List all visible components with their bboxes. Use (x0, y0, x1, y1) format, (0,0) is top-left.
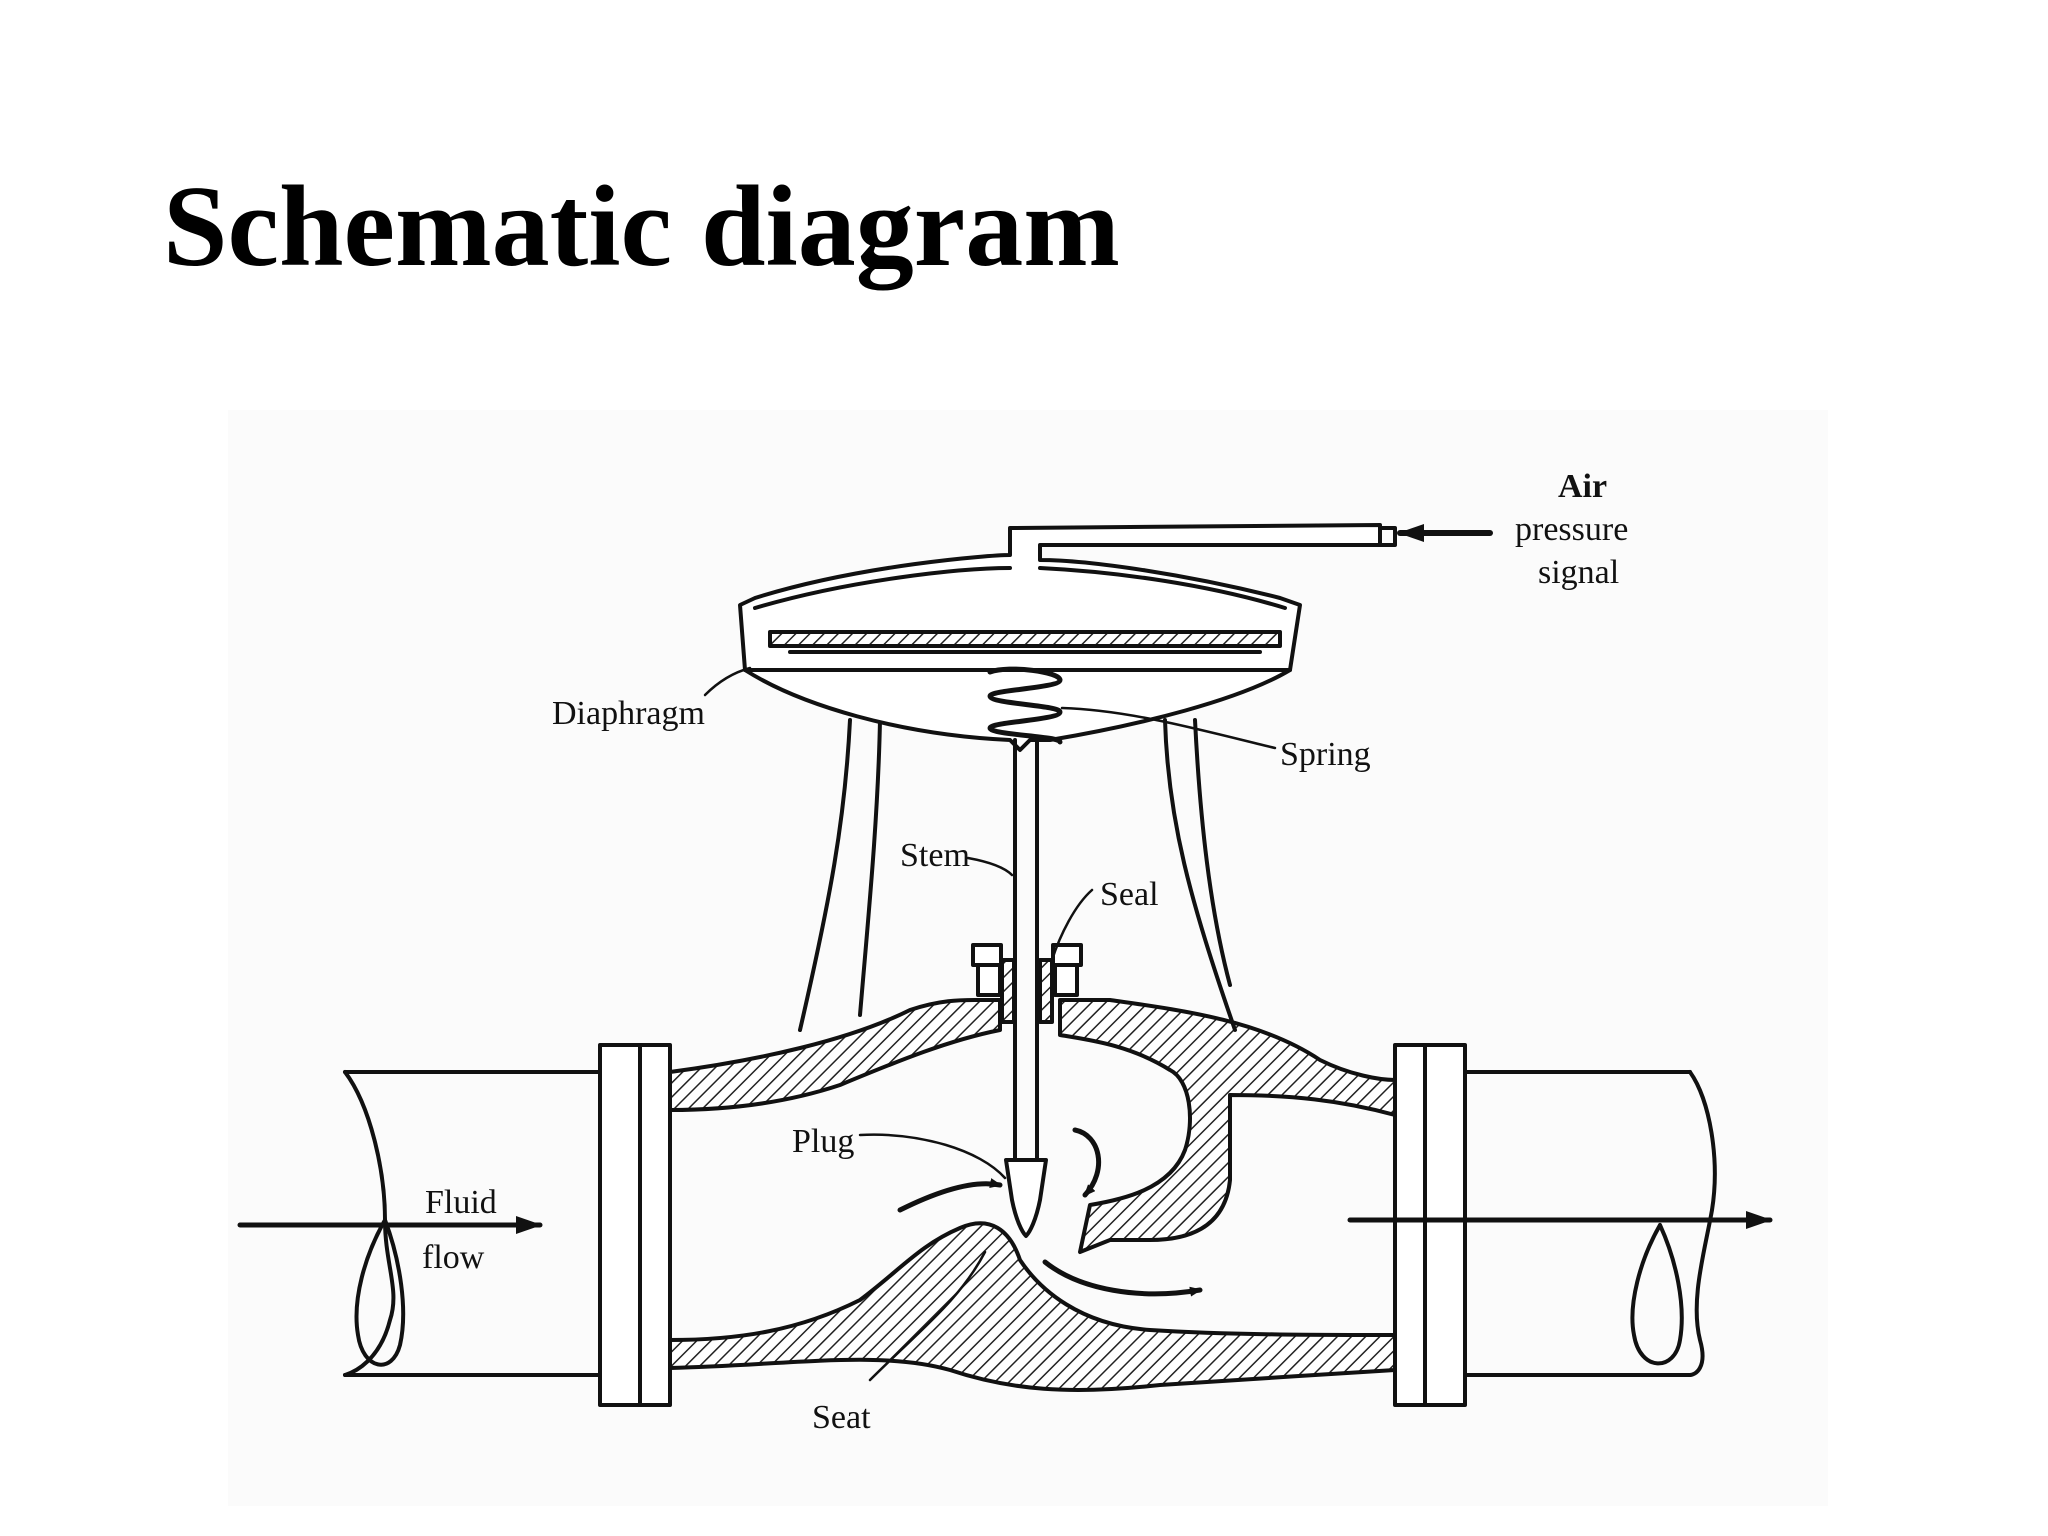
air-supply-line (1378, 526, 1397, 547)
inlet-flange (598, 1043, 672, 1407)
yoke-left-leg (798, 718, 852, 1032)
yoke-right-leg (1163, 718, 1237, 1032)
label-fluid: Fluid (425, 1184, 497, 1221)
leader-stem (966, 856, 1014, 877)
spring (987, 666, 1063, 745)
slide-title: Schematic diagram (163, 163, 1120, 291)
yoke-left-leg-inner (858, 718, 882, 1017)
label-plug: Plug (792, 1123, 854, 1160)
label-pressure: pressure (1515, 511, 1628, 548)
label-flow: flow (422, 1239, 485, 1276)
valve-body-lower (668, 1221, 1397, 1392)
valve-stem (1013, 738, 1039, 1162)
flow-arrow-in (897, 1178, 1003, 1213)
flow-arrow-out (1042, 1259, 1203, 1297)
seal-packing (971, 943, 1083, 1024)
label-stem: Stem (900, 837, 970, 874)
label-signal: signal (1538, 554, 1619, 591)
outlet-flange (1393, 1043, 1467, 1407)
label-seat: Seat (812, 1399, 871, 1436)
outlet-pipe (1463, 1070, 1717, 1377)
label-seal: Seal (1100, 876, 1159, 913)
valve-body-upper-left (668, 998, 1002, 1112)
label-air: Air (1558, 468, 1607, 505)
inlet-pipe (343, 1070, 602, 1377)
leader-seal (1050, 888, 1094, 962)
flow-arrow-upper (1072, 1127, 1102, 1198)
valve-plug (1004, 1158, 1048, 1238)
leader-plug (858, 1133, 1007, 1180)
yoke-right-leg-inner (1193, 718, 1232, 987)
label-spring: Spring (1280, 736, 1371, 773)
leader-seat (868, 1250, 987, 1382)
valve-body-upper-right (1058, 998, 1397, 1254)
leader-diaphragm (703, 666, 752, 697)
diaphragm-plate (768, 630, 1282, 648)
label-diaphragm: Diaphragm (552, 695, 705, 732)
leader-spring (1060, 706, 1277, 750)
